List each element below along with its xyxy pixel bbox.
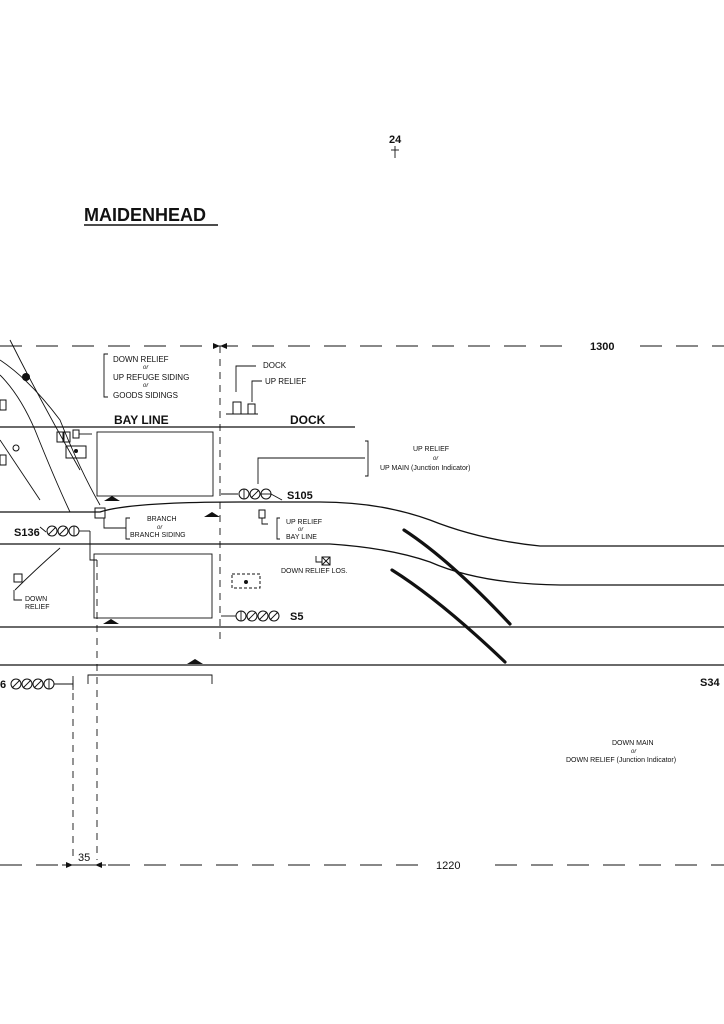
svg-text:or: or	[631, 749, 637, 755]
label-group-up-relief-bay: UP RELIEF or BAY LINE	[258, 509, 322, 541]
up-relief-leader	[251, 380, 262, 402]
svg-text:GOODS SIDINGS: GOODS SIDINGS	[113, 391, 178, 400]
label-group-down-relief-left: DOWN RELIEF	[13, 573, 50, 611]
dimension-top-value: 1300	[590, 341, 614, 353]
svg-text:or: or	[433, 456, 439, 462]
svg-text:BRANCH SIDING: BRANCH SIDING	[130, 532, 186, 539]
svg-text:or: or	[298, 527, 304, 533]
svg-text:DOWN MAIN: DOWN MAIN	[612, 740, 654, 747]
signal-s105-label: S105	[287, 490, 313, 502]
svg-text:DOWN RELIEF LOS.: DOWN RELIEF LOS.	[281, 568, 348, 575]
label-dock: DOCK	[290, 413, 326, 427]
svg-text:DOWN: DOWN	[25, 596, 47, 603]
dimension-gap-value: 35	[78, 852, 90, 864]
label-group-down-main: DOWN MAIN or DOWN RELIEF (Junction Indic…	[566, 740, 676, 764]
dock-leader	[235, 365, 256, 392]
svg-text:UP REFUGE SIDING: UP REFUGE SIDING	[113, 373, 189, 382]
label-up-relief-small: UP RELIEF	[265, 377, 306, 386]
svg-text:UP MAIN (Junction Indicator): UP MAIN (Junction Indicator)	[380, 465, 471, 472]
down-relief-track	[0, 543, 724, 586]
lower-platform-bracket	[87, 674, 213, 684]
svg-text:RELIEF: RELIEF	[25, 604, 50, 611]
dimension-line-bottom: 1220 35	[0, 852, 724, 872]
svg-text:BRANCH: BRANCH	[147, 516, 177, 523]
running-lines	[0, 426, 724, 666]
label-bay-line: BAY LINE	[114, 413, 169, 427]
dimension-bottom-value: 1220	[436, 860, 460, 872]
signal-s105: S105	[221, 488, 313, 502]
label-group-down-relief: DOWN RELIEF or UP REFUGE SIDING or GOODS…	[103, 353, 189, 400]
svg-text:DOWN RELIEF (Junction Indicato: DOWN RELIEF (Junction Indicator)	[566, 757, 676, 764]
signal-s136-label: S136	[14, 527, 40, 539]
signal-s5: S5	[221, 610, 303, 623]
signal-s34-label: S34	[700, 677, 720, 689]
crossover-heavy	[390, 528, 512, 664]
signal-s6-label: 6	[0, 679, 6, 691]
svg-text:DOWN RELIEF: DOWN RELIEF	[113, 355, 169, 364]
svg-text:UP RELIEF: UP RELIEF	[413, 446, 449, 453]
label-group-up-relief-main: UP RELIEF or UP MAIN (Junction Indicator…	[257, 440, 471, 484]
bay-platform-box	[96, 431, 214, 497]
ramp-marker-4	[187, 659, 203, 664]
buffer-stops	[56, 429, 92, 459]
signal-s6: 6	[0, 676, 74, 691]
svg-text:UP RELIEF: UP RELIEF	[286, 519, 322, 526]
left-junction-pointwork	[0, 339, 101, 591]
ramp-marker-2	[204, 512, 220, 517]
signal-s136: S136	[14, 525, 97, 561]
svg-text:or: or	[143, 365, 149, 371]
up-relief-track	[0, 501, 724, 547]
dock-buffers	[226, 365, 262, 415]
signal-s5-label: S5	[290, 611, 303, 623]
label-dock-small: DOCK	[263, 361, 287, 370]
svg-text:BAY LINE: BAY LINE	[286, 534, 317, 541]
ramp-marker-3	[103, 619, 119, 624]
label-down-relief-los: DOWN RELIEF LOS.	[231, 556, 348, 589]
ramp-marker-1	[104, 496, 120, 501]
dimension-line-top: 1300	[0, 341, 724, 353]
svg-text:or: or	[157, 525, 163, 531]
svg-text:or: or	[143, 383, 149, 389]
station-title: MAIDENHEAD	[84, 205, 206, 225]
down-platform-box	[93, 553, 213, 619]
label-group-branch: BRANCH or BRANCH SIDING	[94, 507, 186, 540]
page-number: 24	[389, 134, 402, 146]
